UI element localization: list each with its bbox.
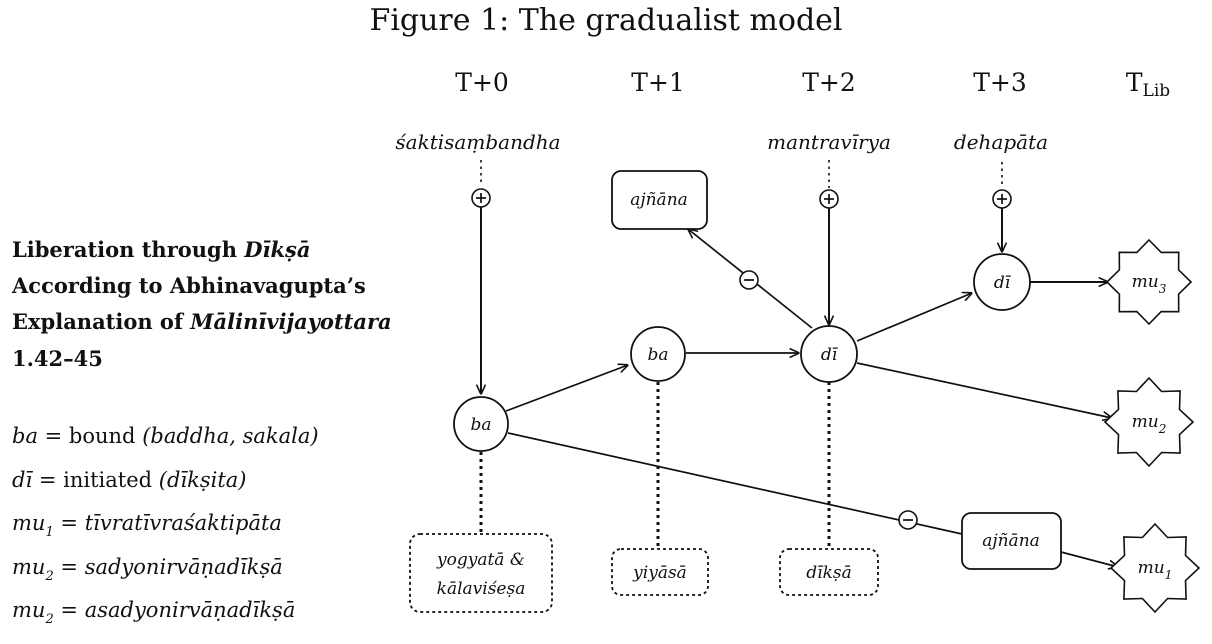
condition-yiyasa: yiyāsā (611, 548, 709, 596)
svg-text:mu2: mu2 (1132, 412, 1167, 436)
node-ba-t1: ba (630, 326, 686, 382)
edge-ajnana-bottom-mu1 (1060, 551, 1118, 567)
plus-operator-2 (819, 189, 839, 209)
node-di-t3: dī (973, 253, 1031, 311)
legend-entry-mu1: mu1 = tīvratīvraśaktipāta (12, 511, 282, 540)
svg-text:dī: dī (994, 273, 1012, 293)
svg-text:kālaviśeṣa: kālaviśeṣa (437, 579, 526, 599)
input-label-dehapata: dehapāta (954, 130, 1048, 154)
node-di-t2: dī (800, 325, 858, 383)
svg-text:Liberation through Dīkṣā: Liberation through Dīkṣā (12, 237, 310, 262)
svg-text:ajñāna: ajñāna (982, 531, 1040, 551)
outcome-mu3: mu3 (1105, 238, 1193, 326)
svg-text:ba: ba (470, 415, 491, 435)
svg-text:mu3: mu3 (1132, 272, 1167, 296)
node-ba-t0: ba (453, 396, 509, 452)
outcome-mu2: mu2 (1103, 376, 1195, 468)
plus-operator-1 (471, 188, 491, 208)
legend-heading: Liberation through Dīkṣā According to Ab… (11, 237, 392, 371)
legend-entry-ba: ba = bound (baddha, sakala) (12, 424, 319, 448)
time-header-t3: T+3 (973, 68, 1027, 97)
legend-entry-mu2-asadyo: mu2 = asadyonirvāṇadīkṣā (12, 598, 295, 627)
condition-yogyata: yogyatā & kālaviśeṣa (409, 533, 553, 613)
legend-entry-di: dī = initiated (dīkṣita) (12, 468, 247, 492)
node-ajnana-top: ajñāna (611, 170, 708, 230)
time-header-t1: T+1 (631, 68, 685, 97)
svg-text:yiyāsā: yiyāsā (632, 563, 687, 583)
svg-text:ajñāna: ajñāna (630, 190, 688, 210)
svg-text:dīkṣā: dīkṣā (806, 563, 851, 583)
time-header-tlib: TLib (1126, 68, 1170, 101)
time-header-t2: T+2 (802, 68, 856, 97)
svg-text:dī: dī (821, 345, 839, 365)
svg-text:According to Abhinavagupta’s: According to Abhinavagupta’s (11, 273, 366, 298)
edge-ba0-ajnana-bottom (507, 432, 963, 535)
svg-text:ba: ba (647, 345, 668, 365)
svg-text:Explanation of Mālinīvijayotta: Explanation of Mālinīvijayottara (12, 309, 392, 334)
condition-diksa: dīkṣā (779, 548, 879, 596)
input-label-shaktisambandha: śaktisaṃbandha (395, 130, 560, 154)
edge-ba0-ba1 (505, 365, 628, 412)
minus-operator-2 (898, 510, 918, 530)
outcome-mu1: mu1 (1109, 522, 1201, 614)
time-header-t0: T+0 (455, 68, 509, 97)
input-label-mantravirya: mantravīrya (767, 130, 891, 154)
node-ajnana-bottom: ajñāna (961, 512, 1062, 570)
edge-di2-mu2 (856, 362, 1112, 418)
plus-operator-3 (992, 189, 1012, 209)
figure-title: Figure 1: The gradualist model (370, 3, 843, 38)
legend-entry-mu2-sadyo: mu2 = sadyonirvāṇadīkṣā (12, 555, 283, 584)
edge-di2-di3 (856, 293, 972, 342)
svg-text:yogyatā &: yogyatā & (436, 550, 525, 570)
svg-text:1.42–45: 1.42–45 (12, 346, 103, 371)
svg-text:mu1: mu1 (1138, 558, 1173, 582)
minus-operator-1 (739, 270, 759, 290)
